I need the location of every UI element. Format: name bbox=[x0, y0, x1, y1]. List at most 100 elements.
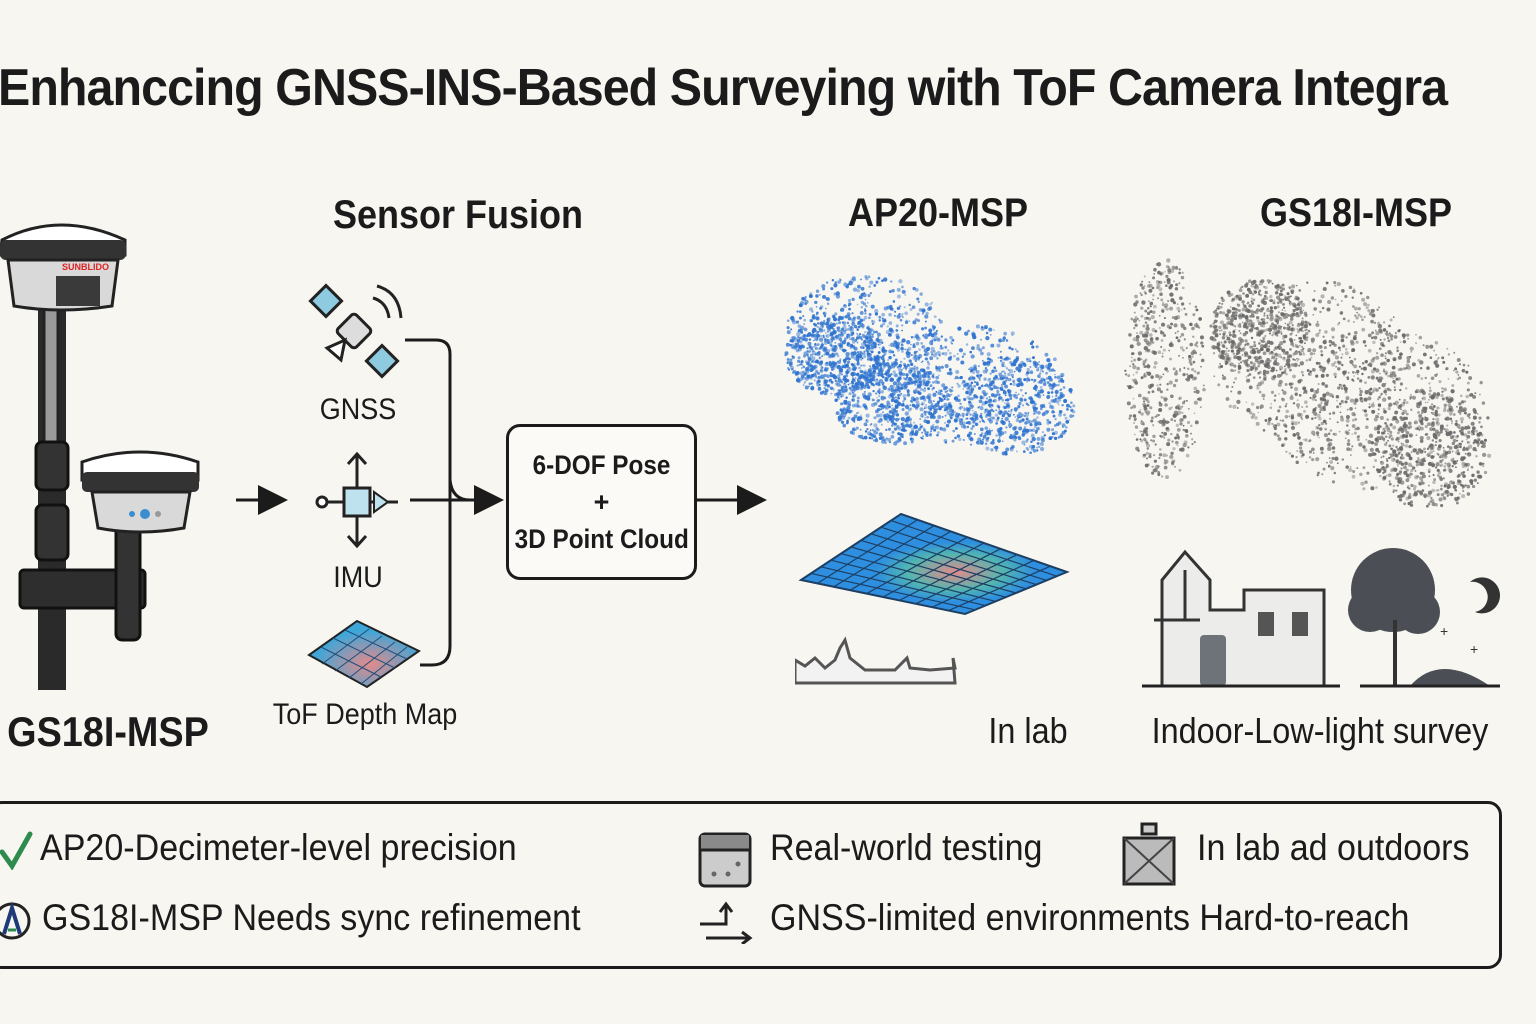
point bbox=[864, 344, 868, 347]
point bbox=[949, 389, 953, 393]
point bbox=[880, 390, 884, 394]
point bbox=[1337, 360, 1342, 365]
point bbox=[1466, 469, 1469, 472]
point bbox=[866, 371, 869, 374]
point bbox=[1251, 402, 1255, 406]
point bbox=[1012, 379, 1016, 383]
point bbox=[1019, 415, 1022, 419]
point bbox=[808, 349, 812, 353]
point bbox=[1238, 329, 1241, 332]
point bbox=[1191, 438, 1194, 441]
point bbox=[1216, 342, 1221, 347]
point bbox=[1172, 367, 1176, 371]
point bbox=[1145, 441, 1149, 444]
point bbox=[937, 374, 940, 377]
point bbox=[1441, 397, 1445, 401]
point bbox=[1368, 363, 1372, 367]
point bbox=[906, 404, 909, 406]
point bbox=[995, 449, 998, 452]
point bbox=[1124, 369, 1127, 372]
point bbox=[934, 410, 938, 414]
point bbox=[1176, 444, 1179, 447]
point bbox=[976, 440, 979, 443]
point bbox=[1158, 280, 1161, 284]
point bbox=[883, 404, 887, 408]
point bbox=[1062, 395, 1064, 398]
point bbox=[1397, 440, 1400, 443]
point bbox=[1450, 480, 1452, 482]
point bbox=[1146, 412, 1150, 416]
point bbox=[1232, 298, 1234, 301]
point bbox=[930, 405, 935, 410]
point bbox=[1141, 430, 1143, 433]
point bbox=[1357, 313, 1361, 317]
point bbox=[919, 407, 924, 412]
point bbox=[1008, 422, 1011, 425]
point bbox=[1025, 446, 1029, 450]
point bbox=[962, 380, 966, 384]
point bbox=[846, 405, 851, 411]
point bbox=[886, 412, 889, 416]
point bbox=[925, 371, 930, 376]
point bbox=[1376, 430, 1381, 434]
point bbox=[1068, 419, 1071, 421]
point bbox=[1309, 351, 1314, 356]
point bbox=[851, 276, 856, 281]
point bbox=[819, 321, 824, 326]
point bbox=[1256, 386, 1260, 390]
point bbox=[872, 369, 875, 373]
point bbox=[1037, 410, 1041, 415]
point bbox=[1431, 403, 1434, 406]
point bbox=[1278, 393, 1280, 395]
point bbox=[1406, 356, 1411, 361]
point bbox=[1371, 409, 1376, 414]
point bbox=[794, 342, 798, 345]
point bbox=[922, 388, 927, 393]
point bbox=[865, 348, 870, 353]
point bbox=[980, 351, 984, 356]
point bbox=[1344, 370, 1347, 373]
point bbox=[1461, 440, 1464, 443]
point bbox=[850, 388, 854, 392]
point bbox=[1149, 305, 1152, 308]
point bbox=[970, 354, 975, 359]
point bbox=[863, 350, 866, 353]
point bbox=[989, 442, 992, 445]
point bbox=[1460, 394, 1463, 398]
point bbox=[842, 423, 847, 428]
point bbox=[1132, 365, 1137, 370]
point bbox=[1202, 387, 1206, 392]
point bbox=[1421, 411, 1424, 415]
point bbox=[1144, 292, 1147, 295]
point bbox=[1435, 373, 1439, 376]
point bbox=[1474, 429, 1478, 433]
point bbox=[984, 426, 989, 430]
point bbox=[1228, 341, 1231, 344]
point bbox=[1269, 294, 1273, 299]
point bbox=[1009, 382, 1013, 386]
point bbox=[991, 369, 995, 374]
point bbox=[1037, 367, 1040, 369]
point bbox=[1457, 452, 1461, 456]
point bbox=[904, 293, 907, 296]
point bbox=[988, 419, 994, 424]
point bbox=[1036, 426, 1040, 431]
point bbox=[1456, 357, 1461, 362]
point bbox=[1185, 453, 1190, 458]
point bbox=[1282, 351, 1287, 355]
point bbox=[1142, 400, 1146, 403]
point bbox=[1166, 442, 1171, 447]
point bbox=[1439, 459, 1443, 464]
point bbox=[1215, 312, 1219, 316]
point bbox=[1336, 399, 1338, 402]
point bbox=[1011, 444, 1015, 449]
point bbox=[1021, 394, 1024, 397]
point bbox=[815, 289, 820, 293]
point bbox=[962, 352, 966, 356]
point bbox=[927, 362, 931, 366]
point bbox=[1319, 446, 1324, 451]
point bbox=[1036, 446, 1039, 449]
point bbox=[822, 294, 826, 299]
point bbox=[793, 336, 797, 340]
point bbox=[823, 373, 827, 378]
